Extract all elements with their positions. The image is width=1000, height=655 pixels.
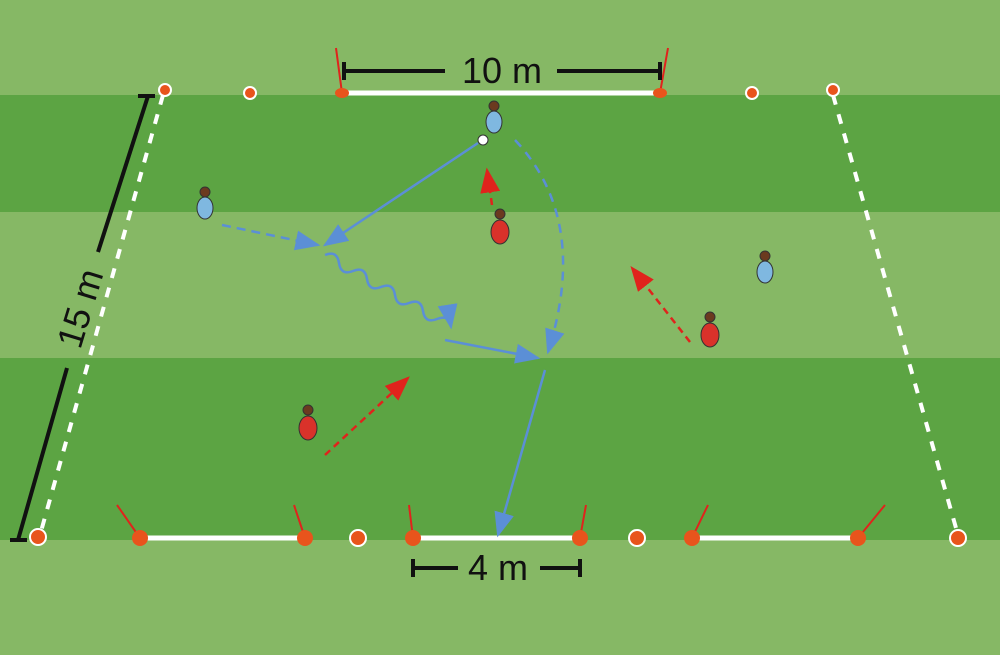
player-blue xyxy=(485,100,503,134)
measure-15m xyxy=(10,94,155,542)
pass-arrows xyxy=(221,139,565,538)
side-lines xyxy=(38,94,960,536)
measure-10m xyxy=(342,62,662,80)
dribble-arrow xyxy=(324,252,458,330)
player-blue xyxy=(196,186,214,220)
player-blue xyxy=(756,250,774,284)
player-red xyxy=(490,208,510,245)
label-10m: 10 m xyxy=(462,50,542,91)
shot-arrow xyxy=(494,369,547,538)
run-arrow-blue xyxy=(514,139,565,355)
goals xyxy=(140,90,858,541)
label-4m: 4 m xyxy=(468,547,528,588)
ball xyxy=(477,134,489,146)
goal-discs xyxy=(132,88,866,546)
cones xyxy=(29,83,967,547)
run-arrow-blue xyxy=(221,223,321,251)
players-red xyxy=(298,208,720,441)
player-red xyxy=(700,311,720,348)
measure-4m xyxy=(411,559,582,577)
pass-arrow xyxy=(444,338,541,364)
player-red xyxy=(298,404,318,441)
run-arrows-red xyxy=(324,167,691,456)
pass-arrow xyxy=(322,141,479,247)
players-blue xyxy=(196,100,774,284)
